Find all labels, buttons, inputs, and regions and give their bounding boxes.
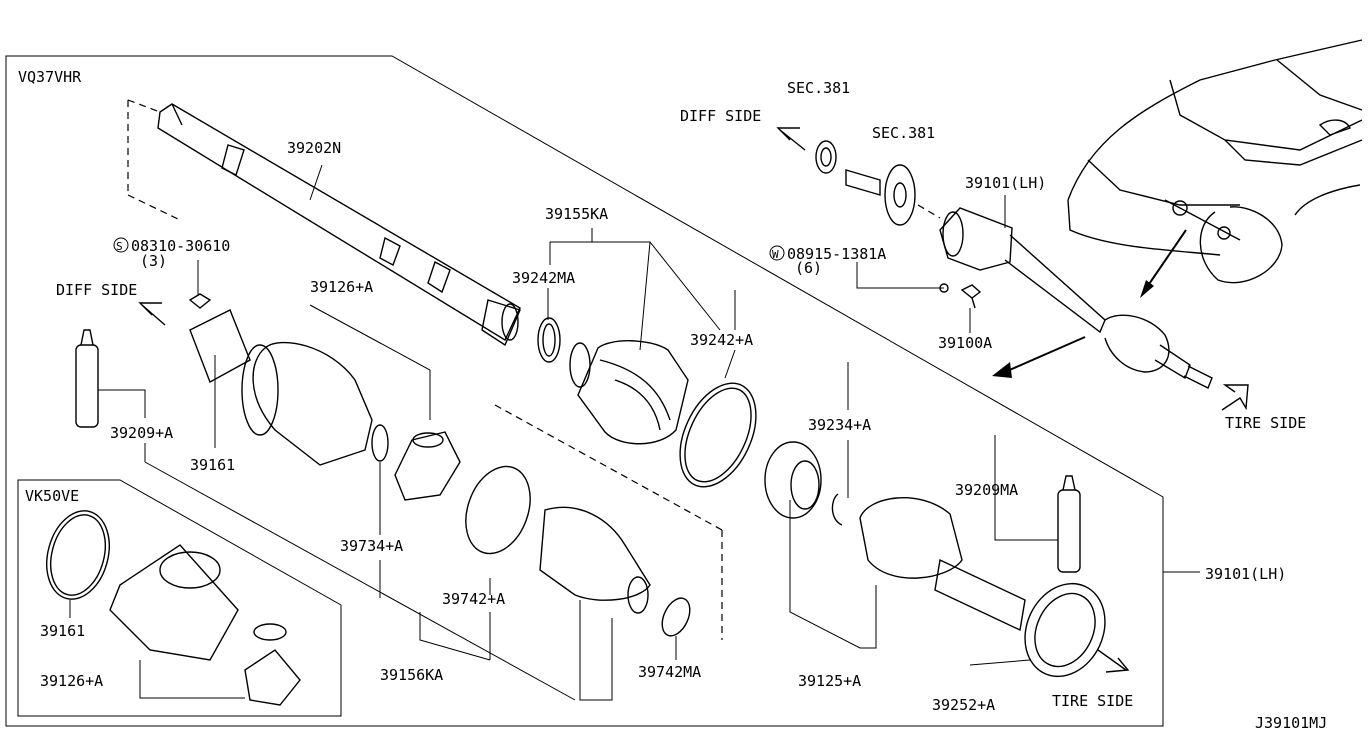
grease-bottle-right (1057, 475, 1081, 573)
washer-bolt-qty: (6) (795, 259, 822, 277)
part-39126A-inset: 39126+A (40, 672, 103, 690)
diff-side-left-arrow-icon (138, 302, 166, 326)
diff-side-upper-label: DIFF SIDE (680, 107, 761, 125)
part-39126A: 39126+A (310, 278, 373, 296)
shaft-39202N (127, 99, 521, 347)
grease-bottle-left (75, 329, 99, 428)
diff-side-arrow-icon (776, 127, 806, 151)
part-39252A: 39252+A (932, 696, 995, 714)
part-39209A: 39209+A (110, 424, 173, 442)
sec381-parts (815, 140, 941, 226)
part-39209MA: 39209MA (955, 481, 1018, 499)
tire-side-right-label: TIRE SIDE (1225, 414, 1306, 432)
tire-side-bottom-label: TIRE SIDE (1052, 692, 1133, 710)
part-39161-inset: 39161 (40, 622, 85, 640)
washer-bolt-symbol: W (772, 248, 779, 261)
tire-side-bottom-arrow-icon (1097, 649, 1130, 673)
part-39742MA: 39742MA (638, 663, 701, 681)
part-39734A: 39734+A (340, 537, 403, 555)
car-illustration (1067, 39, 1363, 298)
main-frame (5, 55, 1164, 727)
inset-frame (17, 479, 342, 717)
part-08915-1381A: 08915-1381A (787, 245, 886, 263)
part-08310-30610: 08310-30610 (131, 237, 230, 255)
part-39202N: 39202N (287, 139, 341, 157)
part-39156KA: 39156KA (380, 666, 443, 684)
housing-group (189, 309, 723, 640)
inset-parts (46, 510, 301, 706)
boot-inner-group (537, 317, 757, 488)
outer-joint-group (764, 441, 1106, 678)
standard-part-symbol (113, 237, 129, 253)
part-39155KA: 39155KA (545, 205, 608, 223)
bolt-left (188, 293, 212, 309)
driveshaft-assembly-top (939, 207, 1249, 411)
part-39242A: 39242+A (690, 331, 753, 349)
leader-lines (69, 164, 1200, 701)
part-39100A: 39100A (938, 334, 992, 352)
sec381-label-b: SEC.381 (872, 124, 935, 142)
part-39101LH-box: 39101(LH) (1205, 565, 1286, 583)
washer-part-symbol (769, 245, 785, 261)
engine-inset-label: VK50VE (25, 487, 79, 505)
bolt-right (939, 283, 982, 309)
engine-main-label: VQ37VHR (18, 68, 82, 86)
part-39125A: 39125+A (798, 672, 861, 690)
diagram-code: J39101MJ (1255, 714, 1327, 732)
part-39161: 39161 (190, 456, 235, 474)
part-39234A: 39234+A (808, 416, 871, 434)
part-39742A: 39742+A (442, 590, 505, 608)
bolt-left-symbol: S (116, 240, 123, 253)
part-39101LH-top: 39101(LH) (965, 174, 1046, 192)
direction-arrow (1004, 336, 1086, 373)
part-39242MA: 39242MA (512, 269, 575, 287)
sec381-label-a: SEC.381 (787, 79, 850, 97)
bolt-left-qty: (3) (140, 252, 167, 270)
diff-side-left-label: DIFF SIDE (56, 281, 137, 299)
